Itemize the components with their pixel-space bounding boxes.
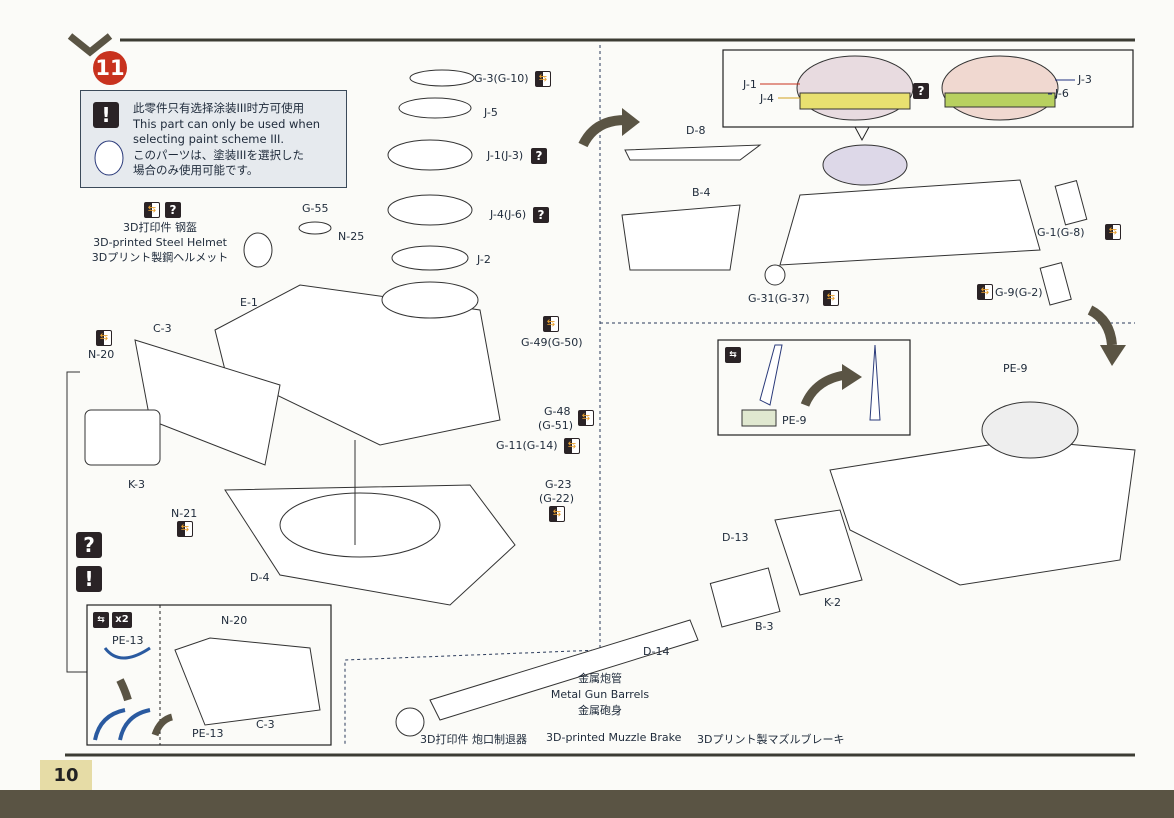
part-label: B-4 bbox=[692, 186, 711, 199]
part-label: D-14 bbox=[643, 645, 670, 658]
part-label: N-20 bbox=[221, 614, 248, 627]
part-label: PE-13 bbox=[192, 727, 224, 740]
part-label: G-49(G-50) bbox=[521, 336, 583, 349]
swap-icon: ⇆ bbox=[977, 284, 993, 300]
part-label: K-2 bbox=[824, 596, 842, 609]
part-label: J-4(J-6) bbox=[490, 208, 527, 221]
page-number: 10 bbox=[40, 760, 92, 792]
helmet-en: 3D-printed Steel Helmet bbox=[93, 236, 227, 249]
part-label: G-11(G-14) bbox=[496, 439, 558, 452]
part-label: C-3 bbox=[153, 322, 172, 335]
part-label: J-6 bbox=[1055, 87, 1069, 100]
warning-en-2: selecting paint scheme III. bbox=[133, 132, 285, 146]
barrel-en: Metal Gun Barrels bbox=[550, 688, 650, 701]
muzzle-en: 3D-printed Muzzle Brake bbox=[546, 731, 682, 744]
part-label: D-8 bbox=[686, 124, 706, 137]
part-label: J-2 bbox=[477, 253, 491, 266]
helmet-label: 3D打印件 钢盔 3D-printed Steel Helmet 3Dプリント製… bbox=[80, 220, 240, 265]
part-label: G-48 bbox=[544, 405, 571, 418]
helmet-ja: 3Dプリント製鋼ヘルメット bbox=[91, 251, 229, 264]
part-label: N-20 bbox=[88, 348, 115, 361]
question-icon: ? bbox=[531, 148, 547, 164]
warning-zh: 此零件只有选择涂装III时方可使用 bbox=[133, 101, 305, 115]
swap-icon: ⇆ bbox=[177, 521, 193, 537]
exclamation-icon: ! bbox=[76, 566, 102, 592]
swap-icon: ⇆ bbox=[564, 438, 580, 454]
swap-icon: ⇆ bbox=[1105, 224, 1121, 240]
step-number: 11 bbox=[93, 51, 127, 85]
swap-icon: ⇆ bbox=[823, 290, 839, 306]
muzzle-ja: 3Dプリント製マズルブレーキ bbox=[697, 733, 845, 746]
part-label: PE-9 bbox=[782, 414, 807, 427]
helmet-icon bbox=[94, 140, 124, 176]
part-label: (G-22) bbox=[539, 492, 575, 505]
part-label: G-9(G-2) bbox=[995, 286, 1043, 299]
part-label: G-1(G-8) bbox=[1037, 226, 1085, 239]
part-label: J-1 bbox=[743, 78, 757, 91]
part-label: G-55 bbox=[302, 202, 329, 215]
part-label: N-21 bbox=[171, 507, 198, 520]
barrel-zh: 金属炮管 bbox=[578, 672, 622, 685]
swap-icon: ⇆ bbox=[96, 330, 112, 346]
exclamation-icon: ! bbox=[93, 102, 119, 128]
part-label: J-5 bbox=[484, 106, 498, 119]
question-icon: ? bbox=[76, 532, 102, 558]
part-label: PE-13 bbox=[112, 634, 144, 647]
part-label: J-1(J-3) bbox=[487, 149, 524, 162]
part-label: G-31(G-37) bbox=[748, 292, 810, 305]
swap-icon: ⇆ bbox=[535, 71, 551, 87]
part-label: D-4 bbox=[250, 571, 270, 584]
warning-ja-2: 場合のみ使用可能です。 bbox=[133, 163, 259, 177]
swap-icon: ⇆ bbox=[578, 410, 594, 426]
part-label: (G-51) bbox=[538, 419, 574, 432]
part-label: N-25 bbox=[338, 230, 365, 243]
swap-icon: ⇆ bbox=[549, 506, 565, 522]
part-label: K-3 bbox=[128, 478, 146, 491]
question-icon: ? bbox=[913, 83, 929, 99]
footer-band bbox=[0, 790, 1174, 818]
question-icon: ? bbox=[165, 202, 181, 218]
part-label: J-4 bbox=[760, 92, 774, 105]
part-label: J-3 bbox=[1078, 73, 1092, 86]
part-label: C-3 bbox=[256, 718, 275, 731]
part-label: D-13 bbox=[722, 531, 749, 544]
part-label: E-1 bbox=[240, 296, 258, 309]
helmet-zh: 3D打印件 钢盔 bbox=[123, 221, 197, 234]
part-label: G-3(G-10) bbox=[474, 72, 529, 85]
warning-box bbox=[80, 90, 347, 188]
question-icon: ? bbox=[533, 207, 549, 223]
swap-icon: ⇆ bbox=[144, 202, 160, 218]
part-label: B-3 bbox=[755, 620, 774, 633]
part-label: PE-9 bbox=[1003, 362, 1028, 375]
swap-icon: ⇆ bbox=[543, 316, 559, 332]
x2-icon: x2 bbox=[112, 612, 132, 628]
bend-icon: ⇆ bbox=[725, 347, 741, 363]
bend-icon: ⇆ bbox=[93, 612, 109, 628]
barrel-ja: 金属砲身 bbox=[578, 704, 622, 717]
warning-text: 此零件只有选择涂装III时方可使用 This part can only be … bbox=[133, 101, 320, 179]
barrel-label: 金属炮管 Metal Gun Barrels 金属砲身 bbox=[530, 671, 670, 719]
warning-en-1: This part can only be used when bbox=[133, 116, 321, 131]
muzzle-zh: 3D打印件 炮口制退器 bbox=[420, 733, 527, 746]
part-label: G-23 bbox=[545, 478, 572, 491]
warning-ja-1: このパーツは、塗装IIIを選択した bbox=[133, 147, 304, 162]
